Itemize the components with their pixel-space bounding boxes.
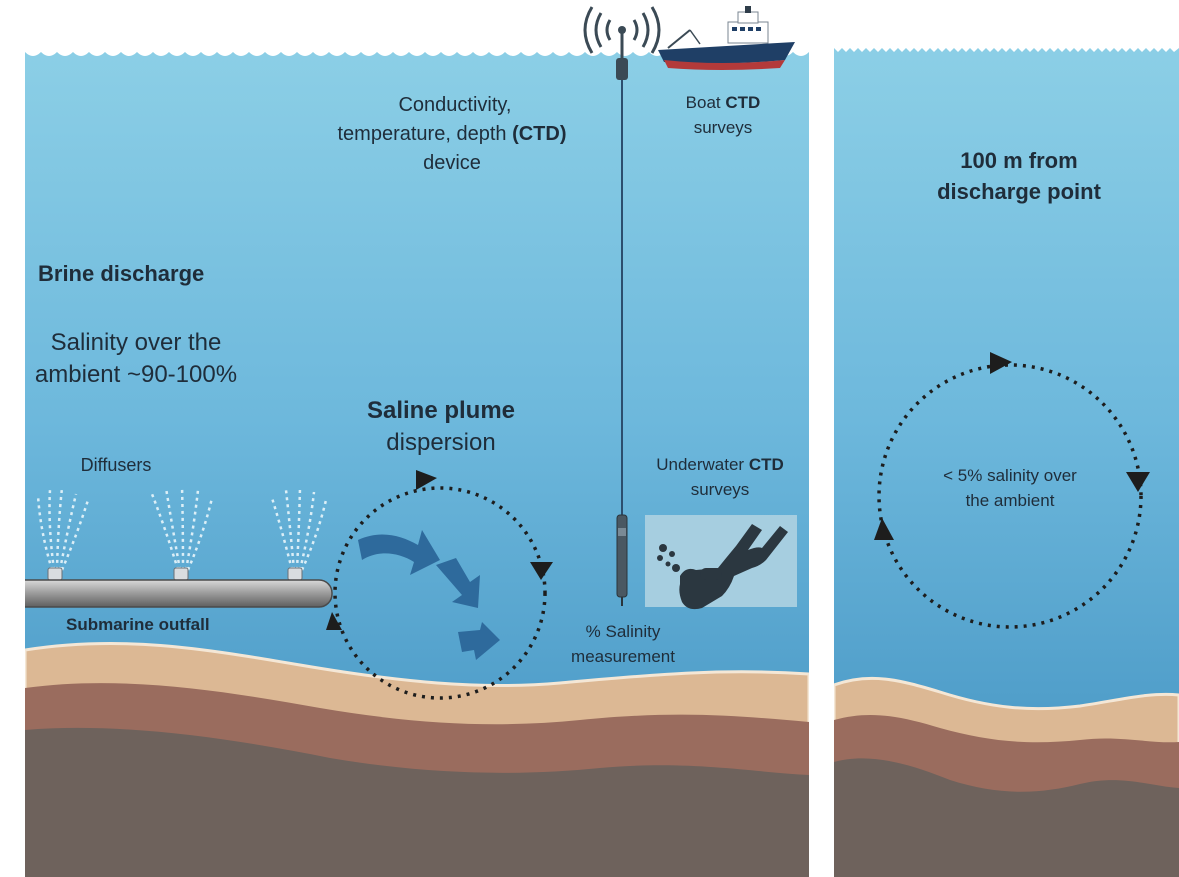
circular-dispersion-arrows-icon: [326, 470, 553, 700]
submarine-outfall-label: Submarine outfall: [66, 615, 210, 634]
antenna-signal-icon: [583, 6, 661, 80]
far-salinity-line1: < 5% salinity over: [943, 466, 1077, 485]
far-salinity-line2: the ambient: [966, 491, 1055, 510]
saline-plume-title: Saline plume: [367, 397, 515, 424]
far-field-title-line2: discharge point: [937, 179, 1101, 204]
far-field-title-line1: 100 m from: [960, 148, 1077, 173]
brine-salinity-line2: ambient ~90-100%: [35, 361, 237, 388]
salinity-measurement-line1: % Salinity: [586, 622, 661, 641]
diffuser-nozzles: [47, 567, 303, 581]
underwater-ctd-label-acronym: CTD: [749, 455, 784, 474]
ctd-device-label-line3: device: [423, 152, 481, 174]
circular-dispersion-arrows-icon: [874, 352, 1150, 629]
scuba-diver-icon: [645, 515, 797, 610]
far-field-panel: [834, 0, 1179, 877]
salinity-measurement-line2: measurement: [571, 647, 675, 666]
saline-plume-dispersion: dispersion: [386, 429, 495, 456]
brine-salinity-line1: Salinity over the: [51, 329, 222, 356]
main-discharge-panel: [25, 0, 809, 877]
ctd-device-label-text: temperature, depth: [338, 123, 513, 145]
research-ship-icon: [658, 6, 795, 70]
ctd-device-label-acronym: (CTD): [512, 123, 566, 145]
boat-ctd-label-line2: surveys: [694, 118, 753, 137]
underwater-ctd-label-line1: Underwater CTD: [656, 455, 784, 474]
brine-discharge-title: Brine discharge: [38, 261, 204, 286]
ctd-device-label-line2: temperature, depth (CTD): [338, 123, 567, 145]
ctd-device-label-line1: Conductivity,: [398, 94, 511, 116]
diffuser-spray-icon: [36, 485, 328, 571]
submarine-outfall-pipe: [25, 579, 333, 608]
diffusers-label: Diffusers: [81, 455, 152, 475]
boat-ctd-label-line1: Boat CTD: [686, 93, 761, 112]
far-sea-surface-waves: [834, 0, 1179, 52]
plume-flow-arrows: [358, 530, 500, 660]
boat-ctd-label-text: Boat: [686, 93, 726, 112]
ctd-probe-icon: [616, 514, 628, 606]
rock-layer: [25, 727, 809, 877]
boat-ctd-label-acronym: CTD: [725, 93, 760, 112]
underwater-ctd-label-text: Underwater: [656, 455, 749, 474]
underwater-ctd-label-line2: surveys: [691, 480, 750, 499]
far-rock-layer: [834, 758, 1179, 877]
sea-surface-waves: [25, 0, 809, 56]
